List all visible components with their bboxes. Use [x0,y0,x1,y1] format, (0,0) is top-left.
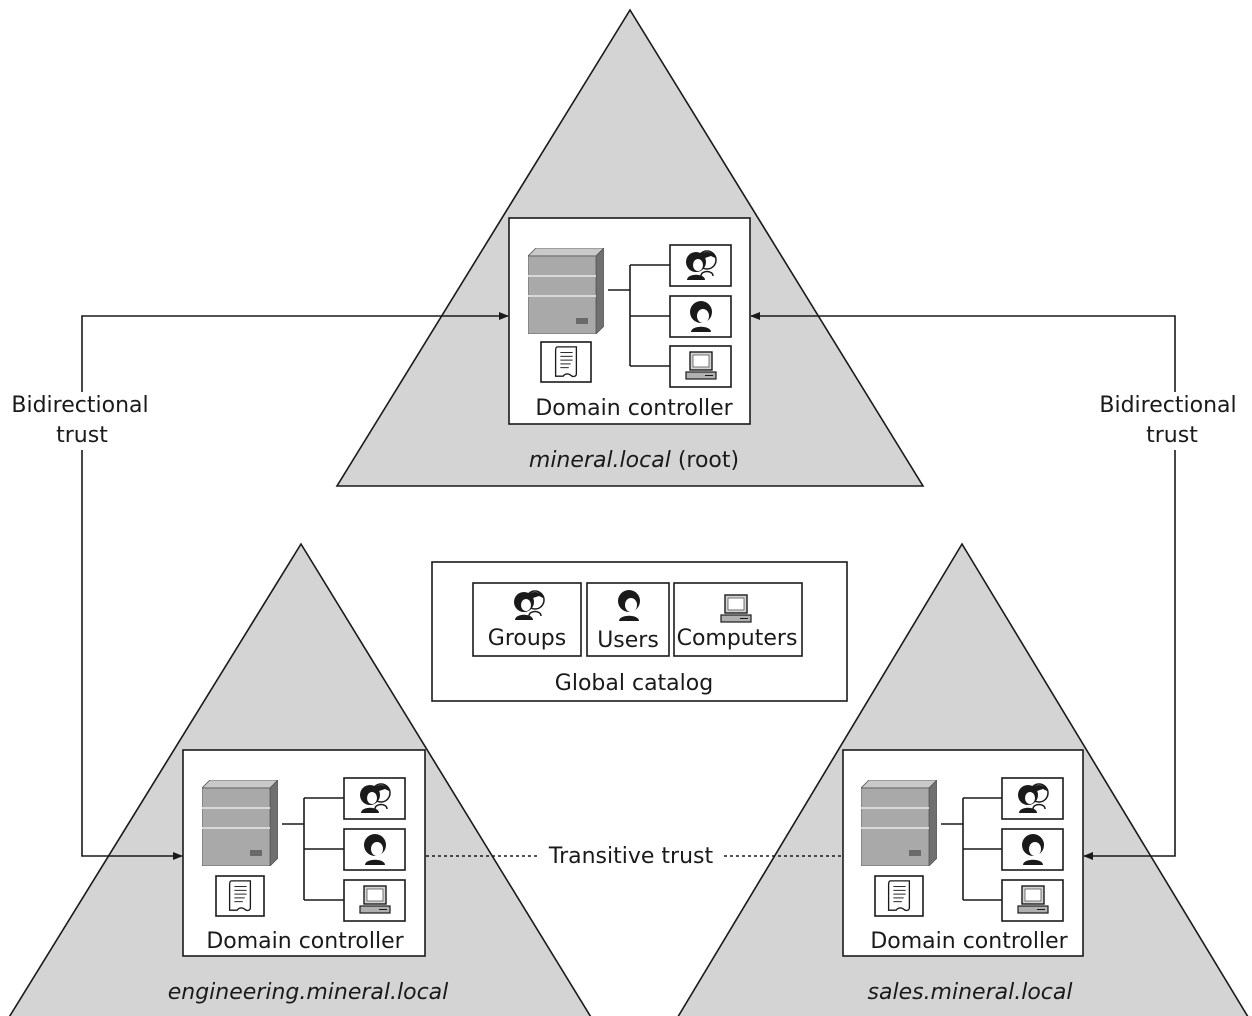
catalog-computers-label: Computers [677,626,798,651]
transitive-trust-label: Transitive trust [548,844,714,869]
bidirectional-trust-label-line1: Bidirectional [11,393,148,418]
computer-icon [685,351,717,380]
domain-controller-label: Domain controller [206,929,404,954]
root-domain-name: mineral.local [529,448,671,473]
root-domain-label: mineral.local (root) [529,448,739,473]
computer-icon [359,885,391,914]
global-catalog-title: Global catalog [555,671,713,696]
engineering-domain-controller: Domain controller [182,749,426,957]
server-icon [528,248,604,334]
bidirectional-trust-label-line1: Bidirectional [1099,393,1236,418]
bidirectional-trust-label-line2: trust [56,423,108,448]
catalog-users-label: Users [597,628,659,653]
root-domain-suffix: (root) [678,448,739,473]
transitive-trust: Transitive trust [426,844,842,869]
domain-controller-label: Domain controller [535,396,733,421]
sales-domain-controller: Domain controller [842,749,1084,957]
document-icon [887,880,911,912]
root-domain-controller: Domain controller [508,217,751,425]
sales-domain-label: sales.mineral.local [868,980,1073,1005]
engineering-domain-label: engineering.mineral.local [168,980,449,1005]
document-icon [228,880,252,912]
document-icon [554,346,578,378]
server-icon [861,780,937,866]
catalog-groups-label: Groups [488,626,566,651]
computer-icon [720,594,752,623]
right-bidirectional-trust: Bidirectional trust [750,312,1237,860]
server-icon [202,780,278,866]
computer-icon [1017,885,1049,914]
global-catalog: Groups Users Computers Global catalog [431,561,848,702]
left-bidirectional-trust: Bidirectional trust [11,312,509,860]
bidirectional-trust-label-line2: trust [1146,423,1198,448]
domain-controller-label: Domain controller [870,929,1068,954]
